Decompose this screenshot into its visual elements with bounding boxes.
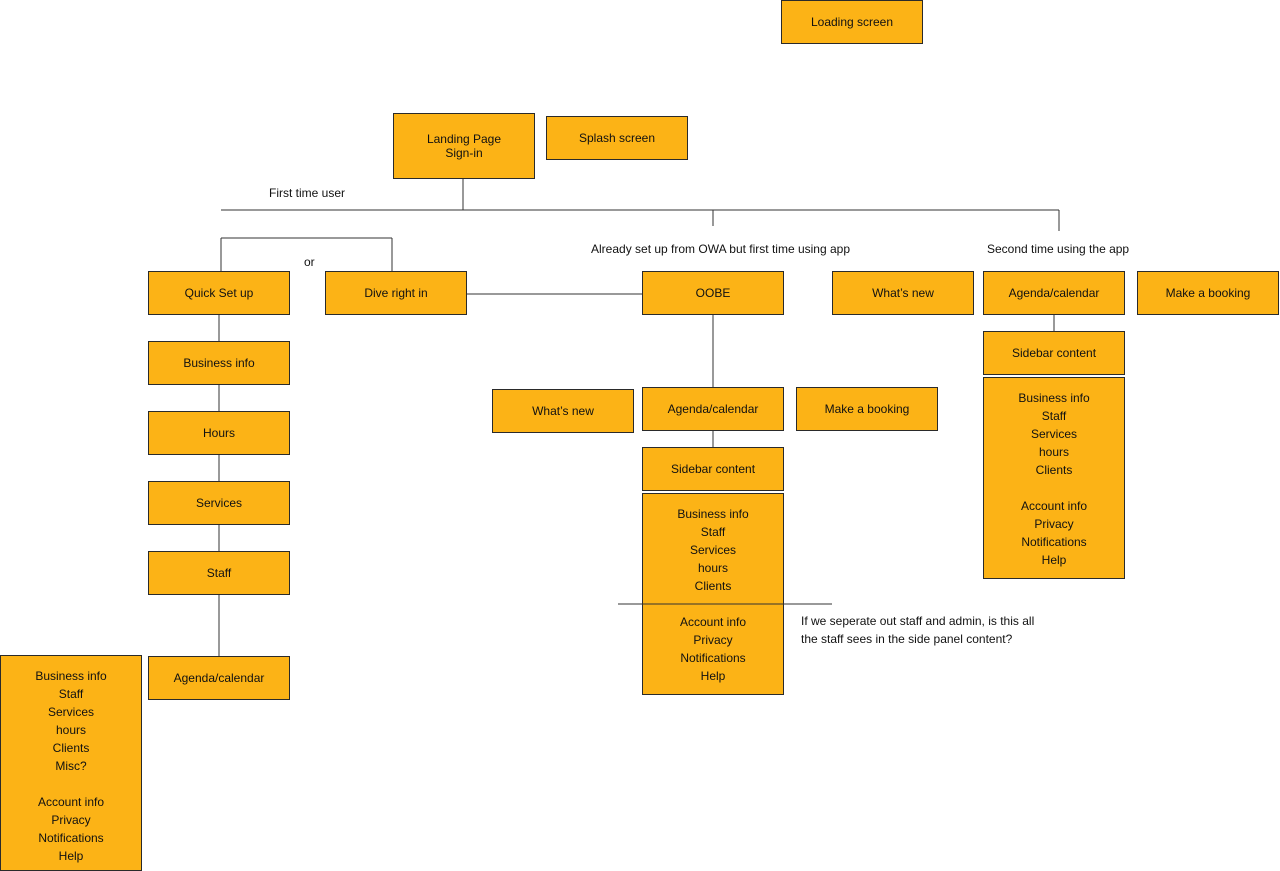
list-item: Account info [679,615,747,629]
list-item: hours [55,723,87,737]
whats-new-mid-node: What’s new [492,389,634,433]
list-item: Notifications [38,831,104,845]
list-item: Privacy [1034,517,1074,531]
list-item: hours [1038,445,1070,459]
business-info-node: Business info [148,341,290,385]
quick-set-up-node: Quick Set up [148,271,290,315]
agenda-calendar-left-node: Agenda/calendar [148,656,290,700]
list-item: Privacy [51,813,91,827]
list-item: Staff [58,687,84,701]
landing-page-node: Landing Page Sign-in [393,113,535,179]
oobe-node: OOBE [642,271,784,315]
list-item: Services [1030,427,1077,441]
mid-sidebar-list: Business info Staff Services hours Clien… [642,493,784,695]
left-sidebar-list: Business info Staff Services hours Clien… [0,655,142,871]
list-item: Notifications [1021,535,1087,549]
make-booking-mid-node: Make a booking [796,387,938,431]
list-item: Help [58,849,84,863]
already-set-up-label: Already set up from OWA but first time u… [591,242,850,256]
list-item: Business info [35,669,107,683]
first-time-user-label: First time user [269,186,346,200]
hours-node: Hours [148,411,290,455]
splash-screen-node: Splash screen [546,116,688,160]
list-item: Services [47,705,94,719]
list-item: Clients [52,741,90,755]
sidebar-content-mid-node: Sidebar content [642,447,784,491]
list-item: Business info [1018,391,1090,405]
right-sidebar-list: Business info Staff Services hours Clien… [983,377,1125,579]
whats-new-right-node: What’s new [832,271,974,315]
agenda-calendar-mid-node: Agenda/calendar [642,387,784,431]
list-item: Staff [700,525,726,539]
dive-right-in-node: Dive right in [325,271,467,315]
agenda-calendar-right-node: Agenda/calendar [983,271,1125,315]
list-item: Staff [1041,409,1067,423]
list-item: Clients [694,579,732,593]
or-label: or [304,255,315,269]
loading-screen-node: Loading screen [781,0,923,44]
list-item: Notifications [680,651,746,665]
list-item: Business info [677,507,749,521]
staff-question-note: If we seperate out staff and admin, is t… [801,614,1035,646]
list-item: Clients [1035,463,1073,477]
list-item: Services [689,543,736,557]
make-booking-right-node: Make a booking [1137,271,1279,315]
list-item: Account info [1020,499,1088,513]
list-item: Help [700,669,726,683]
list-item: Help [1041,553,1067,567]
list-item: Account info [37,795,105,809]
list-item: Privacy [693,633,733,647]
second-time-label: Second time using the app [987,242,1130,256]
list-item: Misc? [55,759,87,773]
sidebar-content-right-node: Sidebar content [983,331,1125,375]
staff-node: Staff [148,551,290,595]
services-node: Services [148,481,290,525]
list-item: hours [697,561,729,575]
